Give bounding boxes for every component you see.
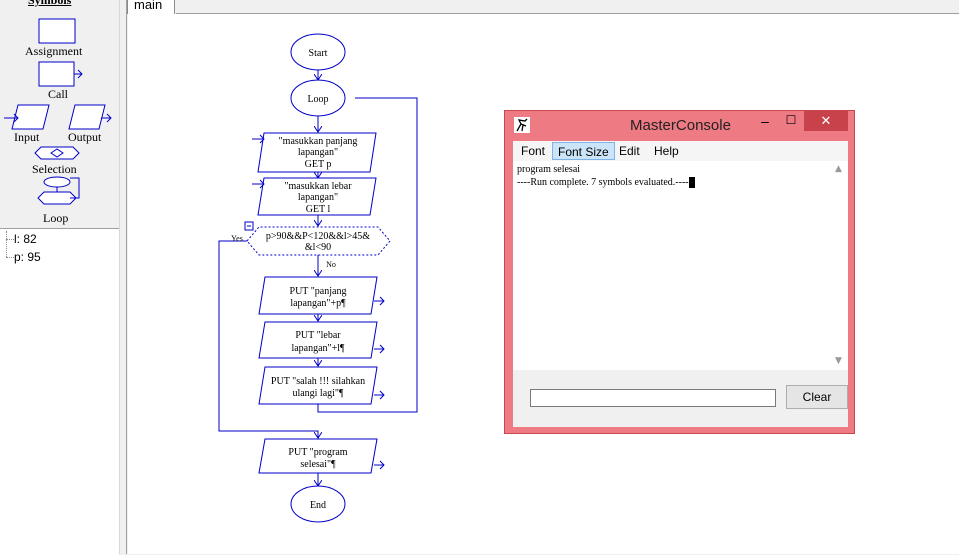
input-get-p[interactable] — [257, 132, 377, 173]
output1-line2: lapangan"+p¶ — [290, 298, 346, 309]
tabstrip-line — [176, 13, 959, 14]
menu-font[interactable]: Font — [521, 144, 546, 158]
symbols-panel: Symbols Assignment Call Input Output Sel… — [0, 0, 119, 555]
output4-line2: selesai"¶ — [300, 459, 336, 470]
console-title: MasterConsole — [630, 117, 731, 134]
input-symbol[interactable] — [4, 104, 50, 130]
loop-symbol[interactable] — [34, 176, 80, 210]
output3-line2: ulangi lagi"¶ — [292, 388, 344, 399]
output-line: program selesai — [517, 164, 581, 175]
output4-line1: PUT "program — [288, 447, 347, 458]
console-body: program selesai ----Run complete. 7 symb… — [513, 161, 848, 427]
input2-line2: lapangan" — [298, 192, 338, 203]
scroll-up-icon[interactable]: ▲ — [835, 164, 842, 174]
tree-connector — [6, 231, 7, 257]
start-text: Start — [309, 48, 328, 59]
input1-line3: GET p — [305, 159, 332, 170]
text-cursor — [688, 177, 695, 189]
input-get-l[interactable] — [257, 177, 377, 216]
console-input[interactable] — [530, 389, 776, 407]
output-salah[interactable] — [258, 366, 378, 405]
console-scrollbar[interactable]: ▲ ▼ — [831, 161, 848, 370]
menu-font-size[interactable]: Font Size — [552, 142, 615, 160]
output-panjang[interactable] — [258, 276, 378, 315]
output-line-wrap: ----Run complete. 7 symbols evaluated.--… — [517, 176, 827, 189]
call-label: Call — [48, 87, 68, 101]
input1-line2: lapangan" — [298, 147, 338, 158]
end-text: End — [310, 500, 326, 511]
assignment-label: Assignment — [25, 44, 83, 58]
output2-line1: PUT "lebar — [295, 330, 341, 341]
selection-label: Selection — [32, 162, 77, 176]
selection-condition[interactable] — [246, 226, 391, 256]
symbols-title: Symbols — [28, 0, 72, 7]
start-terminal[interactable] — [290, 33, 346, 71]
loop-node[interactable] — [290, 79, 346, 117]
variables-tree: l: 82 p: 95 — [0, 228, 119, 555]
menu-edit[interactable]: Edit — [619, 144, 640, 158]
loop-label: Loop — [43, 211, 69, 225]
flowchart: Start Loop "masukkan panjang lapangan" G… — [218, 33, 418, 523]
variable-l[interactable]: l: 82 — [14, 232, 37, 246]
scroll-down-icon[interactable]: ▼ — [835, 356, 842, 366]
output-line: ----Run complete. 7 symbols evaluated.--… — [517, 177, 689, 188]
minimize-button[interactable]: – — [761, 113, 769, 129]
output2-line2: lapangan"+l¶ — [291, 343, 345, 354]
menu-help[interactable]: Help — [654, 144, 679, 158]
master-console-window[interactable]: MasterConsole – ☐ ✕ Font Font Size Edit … — [504, 110, 855, 434]
loop-text: Loop — [307, 94, 328, 105]
input2-line3: GET l — [306, 204, 331, 215]
input2-line1: "masukkan lebar — [284, 181, 352, 192]
end-terminal[interactable] — [290, 485, 346, 523]
condition-line1: p>90&&P<120&&l>45& — [266, 231, 370, 242]
close-button[interactable]: ✕ — [804, 111, 848, 131]
output-label: Output — [68, 130, 102, 144]
condition-line2: &l<90 — [305, 242, 331, 253]
console-output[interactable]: program selesai ----Run complete. 7 symb… — [513, 161, 831, 370]
output1-line1: PUT "panjang — [290, 286, 347, 297]
output3-line1: PUT "salah !!! silahkan — [271, 376, 365, 387]
selection-symbol[interactable] — [33, 145, 81, 161]
clear-button[interactable]: Clear — [786, 385, 848, 409]
tree-branch — [6, 239, 14, 240]
input-label: Input — [14, 130, 40, 144]
console-menubar: Font Font Size Edit Help — [513, 141, 848, 161]
maximize-button[interactable]: ☐ — [785, 113, 797, 127]
assignment-symbol[interactable] — [38, 18, 76, 44]
output-lebar[interactable] — [258, 321, 378, 359]
tab-main[interactable]: main — [127, 0, 175, 14]
call-symbol[interactable] — [38, 61, 86, 87]
raptor-app-icon — [514, 117, 530, 133]
input1-line1: "masukkan panjang — [279, 136, 358, 147]
tree-branch — [6, 257, 14, 258]
output-symbol[interactable] — [68, 104, 113, 130]
no-label: No — [326, 260, 336, 269]
yes-label: Yes — [231, 234, 243, 243]
output-selesai[interactable] — [258, 438, 378, 474]
panel-splitter[interactable] — [119, 0, 127, 554]
variable-p[interactable]: p: 95 — [14, 250, 41, 264]
